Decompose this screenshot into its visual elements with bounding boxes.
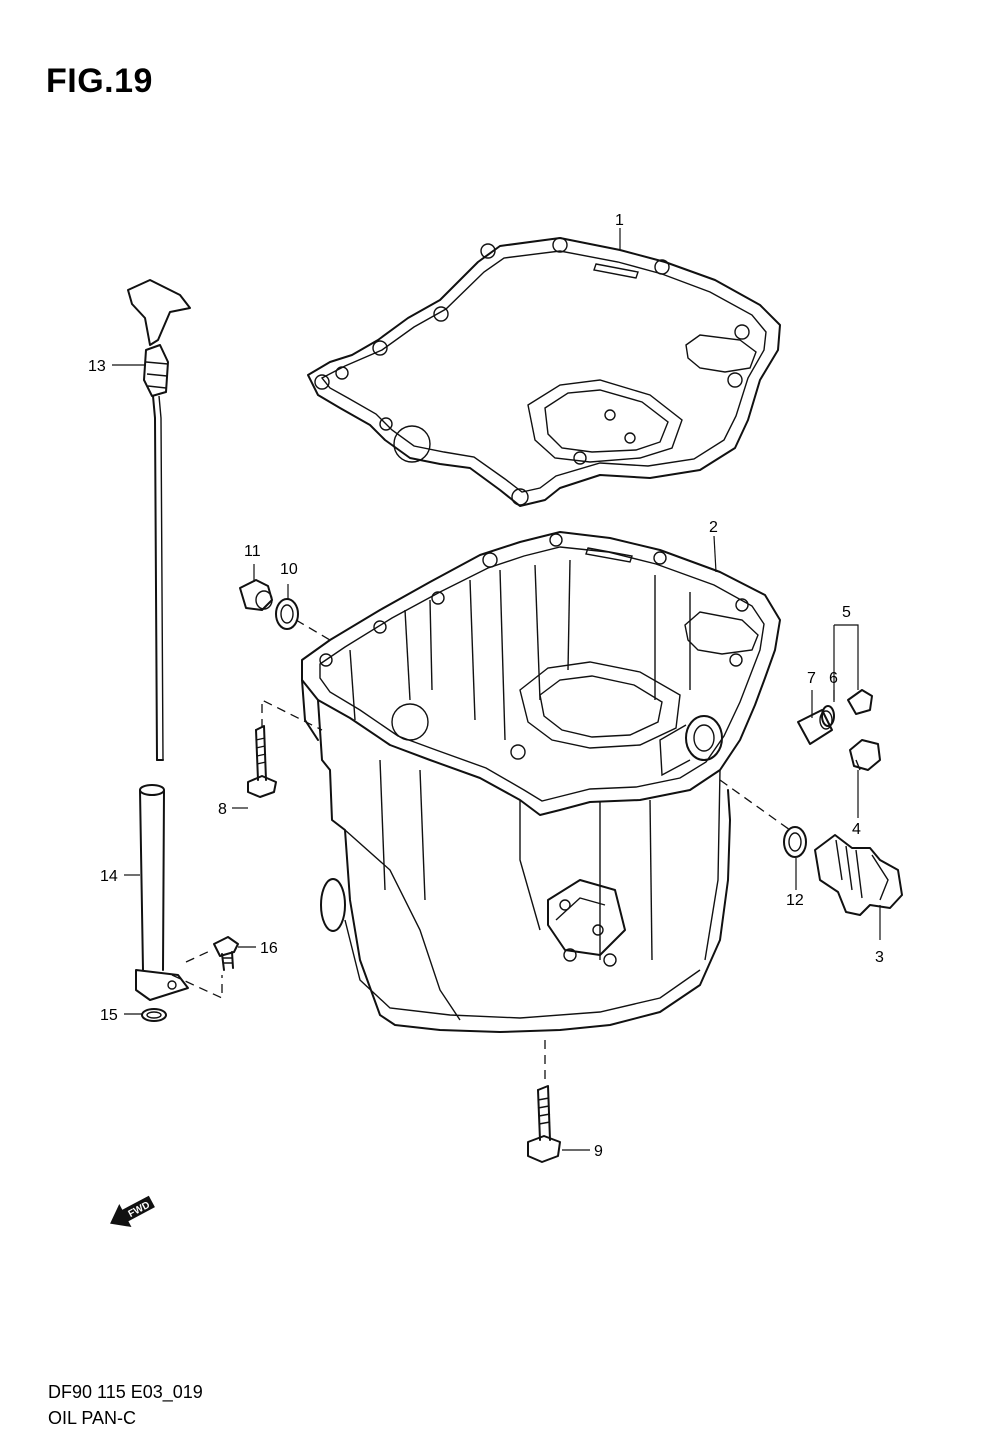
diagram-name: OIL PAN-C <box>48 1408 137 1428</box>
washer-10-part <box>275 598 299 630</box>
callout-6: 6 <box>829 670 838 687</box>
leader-lines <box>112 228 881 1151</box>
o-ring-12-part <box>783 826 807 858</box>
dipstick-part <box>127 279 191 761</box>
fitting-5-part <box>847 689 873 715</box>
plug-11-part <box>239 579 273 611</box>
o-ring-15-part <box>141 1008 167 1022</box>
guide-tube-part <box>135 784 189 1001</box>
fwd-direction-badge: FWD <box>110 1195 155 1227</box>
sensor-7-part <box>797 709 833 745</box>
bolt-8-part <box>247 725 277 798</box>
callout-labels: 1 2 3 4 5 6 7 8 9 10 11 12 13 14 15 16 <box>88 212 884 1160</box>
callout-15: 15 <box>100 1007 118 1024</box>
callout-14: 14 <box>100 868 118 885</box>
callout-8: 8 <box>218 801 227 818</box>
callout-12: 12 <box>786 892 804 909</box>
callout-16: 16 <box>260 940 278 957</box>
callout-1: 1 <box>615 212 624 229</box>
callout-3: 3 <box>875 949 884 966</box>
callout-10: 10 <box>280 561 298 578</box>
figure-title: FIG.19 <box>46 62 153 100</box>
ring-6-part <box>821 705 835 727</box>
oil-pan-part <box>301 531 781 1033</box>
callout-2: 2 <box>709 519 718 536</box>
callout-13: 13 <box>88 358 106 375</box>
callout-4: 4 <box>852 821 861 838</box>
diagram-code: DF90 115 E03_019 <box>48 1382 203 1402</box>
drain-plug-3-part <box>814 834 903 916</box>
fwd-arrow-icon <box>110 1195 155 1227</box>
assembly-lines <box>171 619 791 1080</box>
cap-4-part <box>849 739 881 771</box>
callout-5: 5 <box>842 604 851 621</box>
callout-7: 7 <box>807 670 816 687</box>
gasket-part <box>307 237 781 507</box>
bolt-9-part <box>527 1085 561 1163</box>
callout-11: 11 <box>244 543 261 560</box>
callout-9: 9 <box>594 1143 603 1160</box>
fwd-label: FWD <box>127 1200 152 1220</box>
bolt-16-part <box>213 936 239 971</box>
